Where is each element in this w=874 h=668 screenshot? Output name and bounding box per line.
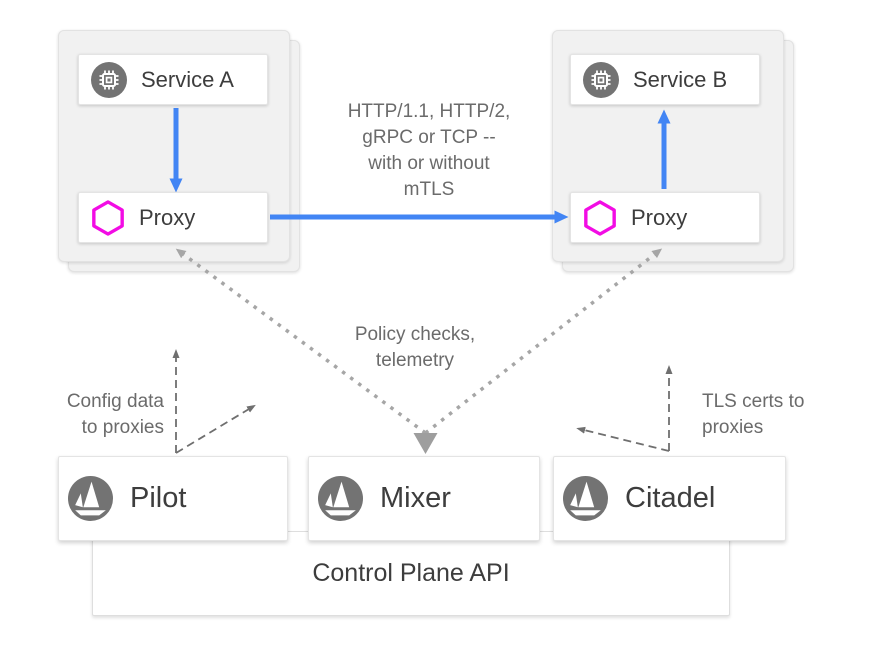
- mixer-label: Mixer: [380, 482, 451, 514]
- service-a-box: Service A: [78, 54, 268, 105]
- proxy-right-box: Proxy: [570, 192, 760, 243]
- note-line: mTLS: [403, 179, 455, 200]
- pilot-box: Pilot: [58, 456, 288, 541]
- hexagon-icon: [584, 199, 616, 236]
- dashed-arrow-pilot-diagonal: [175, 404, 256, 454]
- note-line: TLS certs to: [702, 391, 805, 412]
- istio-sail-icon: [563, 476, 608, 521]
- istio-sail-icon: [68, 476, 113, 521]
- control-plane-api-label: Control Plane API: [312, 559, 510, 587]
- service-a-label: Service A: [141, 66, 234, 92]
- note-line: to proxies: [81, 417, 164, 438]
- tls-certs-note: TLS certs to proxies: [702, 389, 842, 441]
- pilot-label: Pilot: [130, 482, 187, 514]
- proxy-left-label: Proxy: [139, 204, 196, 230]
- protocols-note: HTTP/1.1, HTTP/2, gRPC or TCP -- with or…: [309, 99, 549, 203]
- control-plane-api-box: Control Plane API: [92, 531, 730, 616]
- note-line: gRPC or TCP --: [362, 127, 496, 148]
- mixer-arrowhead: [413, 433, 438, 454]
- service-b-label: Service B: [633, 66, 728, 92]
- proxy-left-box: Proxy: [78, 192, 268, 243]
- policy-telemetry-note: Policy checks, telemetry: [330, 322, 500, 374]
- hexagon-icon: [92, 199, 124, 236]
- proxy-right-label: Proxy: [631, 204, 688, 230]
- note-line: HTTP/1.1, HTTP/2,: [347, 101, 511, 122]
- cpu-chip-icon: [91, 61, 127, 98]
- citadel-box: Citadel: [553, 456, 786, 541]
- dashed-arrow-citadel-diagonal: [576, 426, 670, 452]
- service-b-box: Service B: [570, 54, 760, 105]
- istio-sail-icon: [318, 476, 363, 521]
- note-line: Config data: [66, 391, 164, 412]
- config-data-note: Config data to proxies: [34, 389, 164, 441]
- citadel-label: Citadel: [625, 482, 716, 514]
- note-line: with or without: [368, 153, 490, 174]
- note-line: telemetry: [375, 350, 455, 371]
- note-line: proxies: [702, 417, 764, 438]
- note-line: Policy checks,: [354, 324, 476, 345]
- cpu-chip-icon: [583, 61, 619, 98]
- mixer-box: Mixer: [308, 456, 540, 541]
